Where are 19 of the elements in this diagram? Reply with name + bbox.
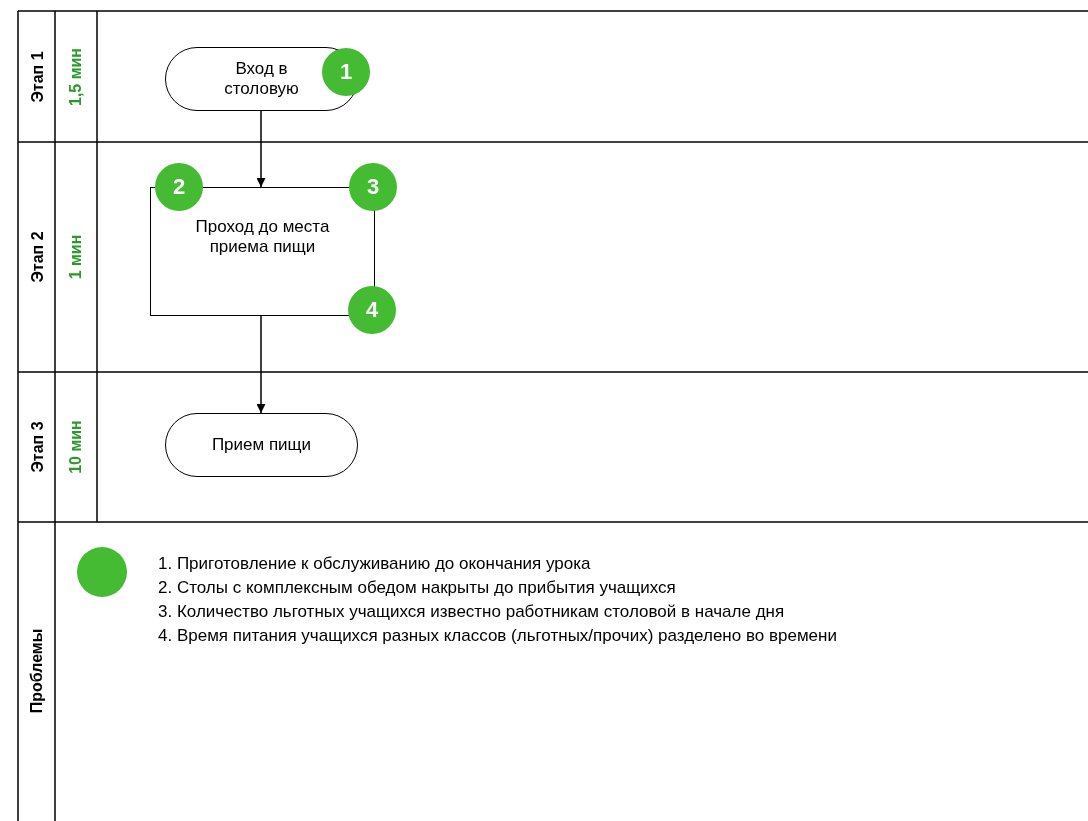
marker-circle: [77, 547, 127, 597]
terminal-box: Прием пищи: [165, 413, 358, 477]
number-marker: 3: [349, 163, 397, 211]
problem-item: 4. Время питания учащихся разных классов (льготных/прочих) разделено во времени: [158, 625, 838, 647]
problem-item: 3. Количество льготных учащихся известно работникам столовой в начале дня: [158, 601, 785, 623]
number-marker: 2: [155, 163, 203, 211]
problem-item: 1. Приготовление к обслуживанию до окончания урока: [158, 553, 591, 575]
duration-label: 1,5 мин: [67, 48, 85, 106]
stage-label: Этап 1: [28, 51, 47, 103]
duration-label: 10 мин: [66, 420, 85, 474]
duration-label: 1 мин: [66, 234, 85, 280]
arrow: [256, 315, 266, 414]
stage-label: Этап 2: [28, 231, 47, 283]
stage-label: Этап 3: [28, 421, 47, 473]
number-marker: 1: [322, 48, 370, 96]
arrow: [256, 110, 266, 188]
number-marker: 4: [348, 286, 396, 334]
problem-item: 2. Столы с комплексным обедом накрыты до прибытия учащихся: [158, 577, 676, 599]
section-label: Проблемы: [27, 628, 46, 714]
